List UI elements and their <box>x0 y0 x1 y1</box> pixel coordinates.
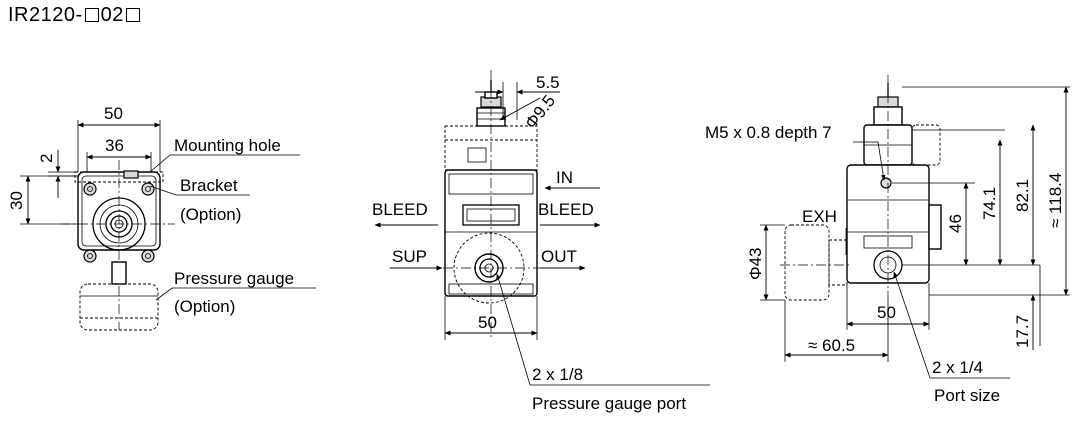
dim-height: 30 <box>7 191 26 210</box>
dim-gauge-dia: Φ43 <box>746 248 765 280</box>
left-view: 50 36 2 30 Mounting hole Bracket (Option… <box>7 104 316 331</box>
model-middle: 02 <box>100 4 124 26</box>
corner-screws <box>83 182 155 263</box>
port-out: OUT <box>541 247 577 266</box>
label-bracket-option: (Option) <box>180 205 241 224</box>
dim-width-inner: 36 <box>105 136 124 155</box>
right-view: Φ43 EXH M5 x 0.8 depth 7 46 74.1 82.1 ≈ … <box>705 75 1070 405</box>
dim-side-width: 50 <box>877 303 896 322</box>
drawing-title: IR2120- 02 <box>8 4 142 27</box>
dim-h74: 74.1 <box>980 187 999 220</box>
option-box-2 <box>125 8 140 22</box>
dim-offset: 2 <box>37 154 56 163</box>
callout-gauge-port-count: 2 x 1/8 <box>532 365 583 384</box>
option-box-1 <box>84 8 99 22</box>
gauge-option <box>79 283 159 331</box>
dim-knob-offset: 5.5 <box>536 73 560 92</box>
dim-h82: 82.1 <box>1013 179 1032 212</box>
label-pressure-gauge: Pressure gauge <box>174 269 294 288</box>
label-thread: M5 x 0.8 depth 7 <box>705 123 832 142</box>
callout-port-label: Port size <box>934 386 1000 405</box>
callout-port-count: 2 x 1/4 <box>932 358 983 377</box>
label-mounting-hole: Mounting hole <box>174 136 281 155</box>
dim-knob-dia: Φ9.5 <box>521 91 559 132</box>
dim-width-outer: 50 <box>104 104 123 123</box>
front-view: 5.5 Φ9.5 IN BLEED BLEED SUP OUT 50 2 x 1… <box>372 70 710 413</box>
model-prefix: IR2120- <box>8 4 83 26</box>
label-bracket: Bracket <box>180 176 238 195</box>
dim-gauge-width: ≈ 60.5 <box>808 336 855 355</box>
dim-h17: 17.7 <box>1013 315 1032 348</box>
side-gauge <box>784 224 830 301</box>
dim-front-width: 50 <box>478 313 497 332</box>
port-sup: SUP <box>392 247 427 266</box>
port-bleed-left: BLEED <box>372 200 428 219</box>
dim-h118: ≈ 118.4 <box>1046 173 1065 228</box>
callout-gauge-port-label: Pressure gauge port <box>532 394 686 413</box>
port-in: IN <box>556 168 573 187</box>
dim-h46: 46 <box>946 214 965 233</box>
label-pressure-gauge-option: (Option) <box>174 297 235 316</box>
port-bleed-right: BLEED <box>538 200 594 219</box>
label-exh: EXH <box>802 207 837 226</box>
m5-hole <box>880 177 892 189</box>
